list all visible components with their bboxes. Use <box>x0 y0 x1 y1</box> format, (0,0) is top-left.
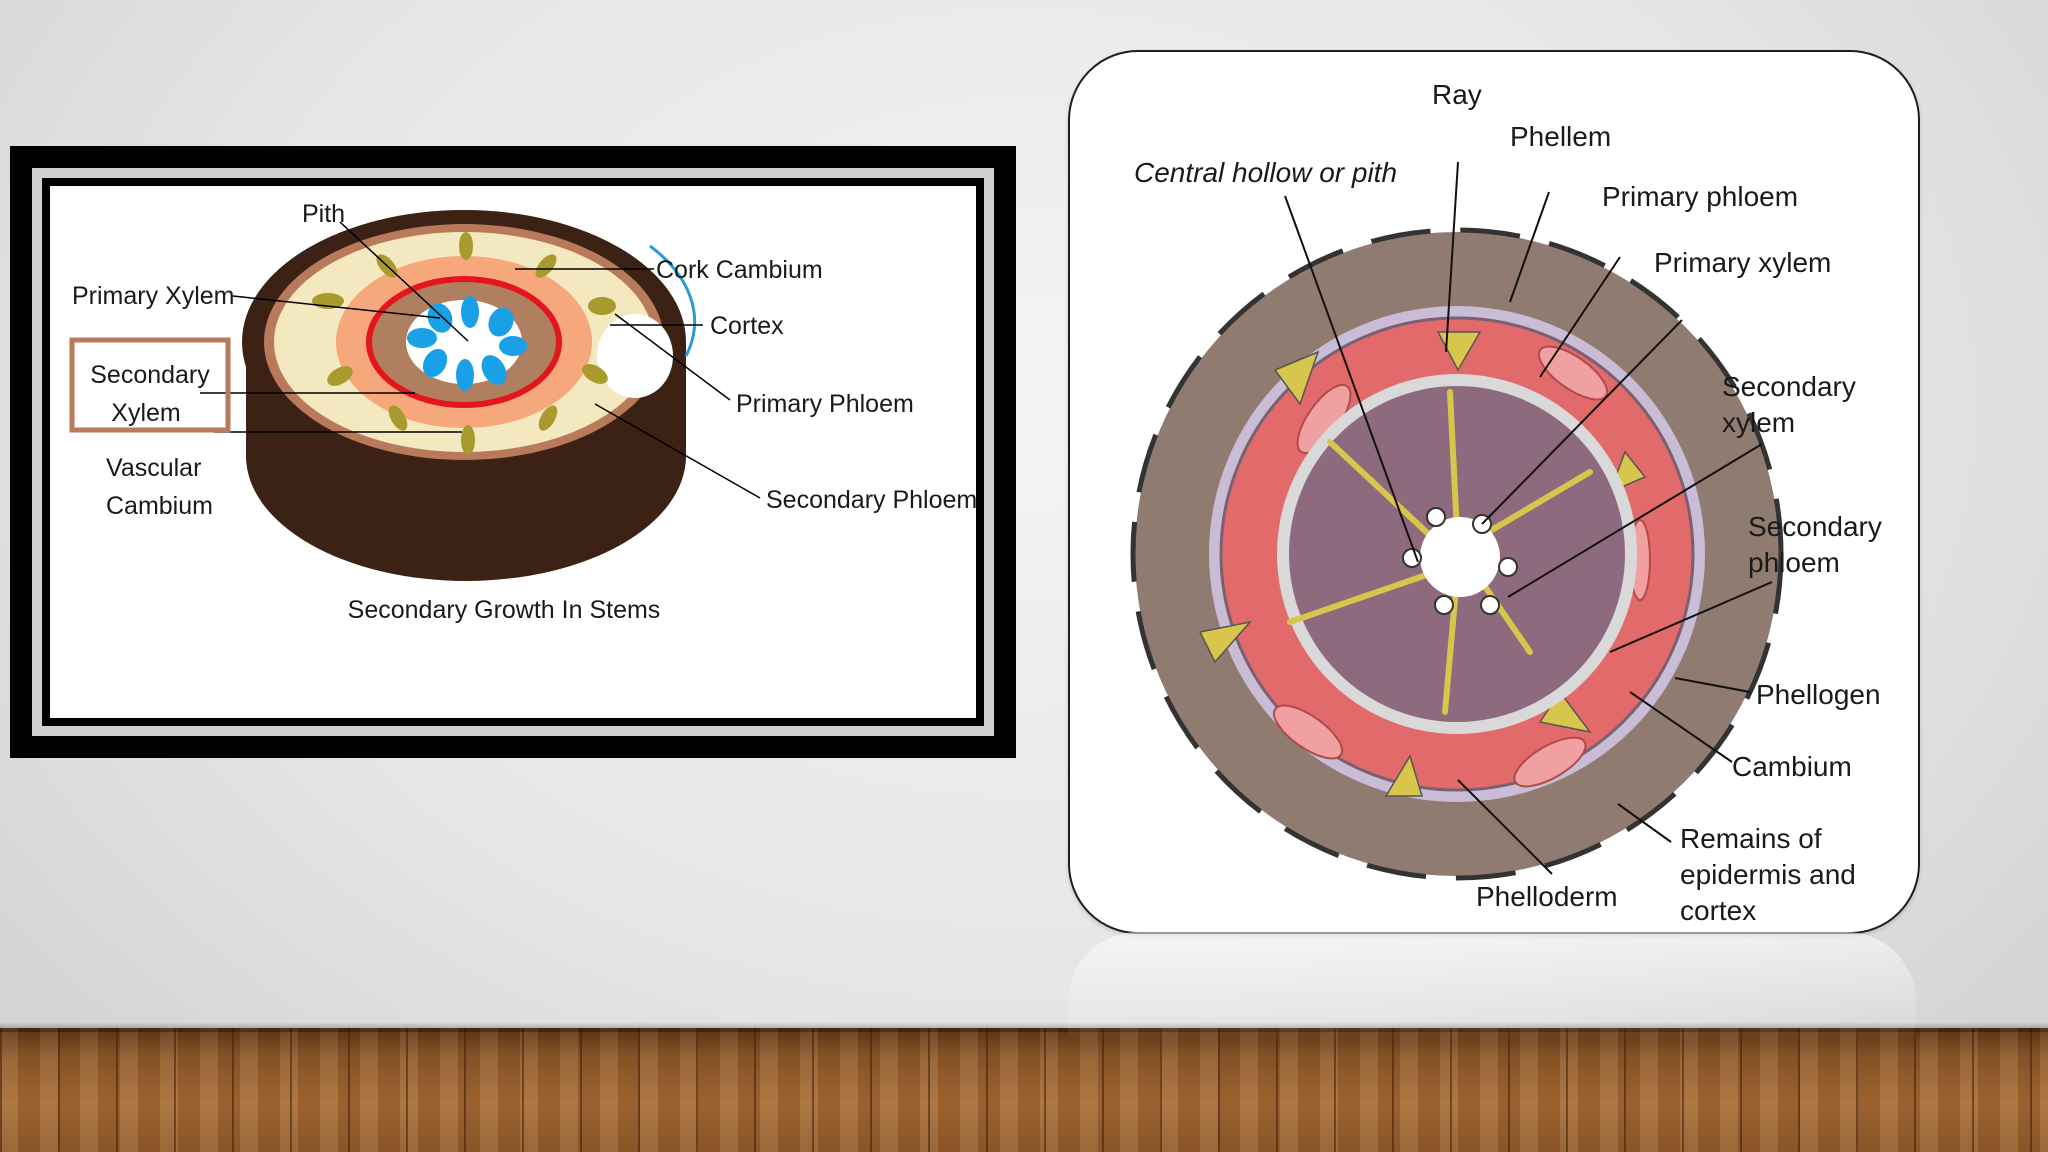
primary-phloem-oval <box>1513 736 1587 788</box>
primary-phloem-strand <box>538 405 558 431</box>
primary-xylem-leader-line <box>1481 319 1683 525</box>
xylem-ray <box>1442 574 1460 715</box>
primary-phloem-oval <box>1537 345 1609 401</box>
primary-phloem-leader-line <box>1539 256 1621 378</box>
xylem-ray <box>1327 439 1440 545</box>
phellogen-label: Phellogen <box>1756 679 1881 710</box>
secondary-xylem-leader-line <box>1507 443 1763 598</box>
primary-phloem-strand <box>327 366 353 386</box>
xylem-ray <box>1447 389 1460 535</box>
primary-phloem-label: Primary phloem <box>1602 181 1798 212</box>
primary-xylem-label: Primary xylem <box>1654 247 1831 278</box>
primary-phloem-strand <box>588 297 616 315</box>
left-leader-lines <box>200 221 761 499</box>
primary-phloem-label: Primary Phloem <box>736 390 914 418</box>
xylem-ray <box>1477 469 1593 540</box>
secondary-xylem-label-line2: Xylem <box>111 399 180 427</box>
secondary-xylem-label-line1: Secondary <box>1722 371 1856 402</box>
right-leader-lines <box>1284 161 1773 875</box>
wooden-floor <box>0 1028 2048 1152</box>
epidermis-remains <box>1130 227 1784 881</box>
secondary-xylem-label-line1: Secondary <box>90 361 210 389</box>
central-hollow-leader-line <box>1284 195 1419 563</box>
phellem-leader-line <box>1509 191 1550 303</box>
left-diagram-canvas: Pith Primary Xylem Secondary Xylem Vascu… <box>50 186 977 718</box>
pith-leader-line <box>339 221 469 342</box>
primary-xylem-strand <box>488 307 514 337</box>
xylem-ray <box>1287 569 1438 625</box>
vascular-cambium-label-line1: Vascular <box>106 454 201 482</box>
primary-phloem-strand <box>535 254 557 278</box>
primary-phloem-leader-line <box>614 313 731 401</box>
primary-phloem-strand <box>582 364 608 384</box>
primary-phloem-strand <box>388 405 408 431</box>
cortex-label: Cortex <box>710 312 784 340</box>
primary-xylem-vessel <box>1498 557 1518 577</box>
left-picture-frame: Pith Primary Xylem Secondary Xylem Vascu… <box>10 146 1016 758</box>
phelloderm-leader-line <box>1457 779 1553 875</box>
floor-shadow <box>0 1022 2048 1032</box>
primary-xylem-vessel <box>1426 507 1446 527</box>
central-hollow-label: Central hollow or pith <box>1134 157 1397 188</box>
phellem-label: Phellem <box>1510 121 1611 152</box>
primary-xylem-group <box>407 296 527 391</box>
blue-edge-line <box>649 244 697 357</box>
primary-xylem-leader-line <box>232 295 441 319</box>
secondary-phloem-leader-line <box>1609 581 1773 653</box>
primary-phloem-oval <box>1272 704 1344 760</box>
cortex-gap <box>597 314 673 398</box>
ray-wedge <box>1384 754 1424 797</box>
primary-xylem-label: Primary Xylem <box>72 282 235 310</box>
primary-xylem-strand <box>499 336 527 356</box>
secondary-xylem-label-line2: xylem <box>1722 407 1795 438</box>
vascular-cambium-label-line2: Cambium <box>106 492 213 520</box>
cork-cambium-label: Cork Cambium <box>656 256 823 284</box>
primary-xylem-strand <box>461 296 479 328</box>
diagram-caption: Secondary Growth In Stems <box>348 596 661 624</box>
primary-xylem-strand <box>407 328 437 348</box>
primary-xylem-strand <box>481 355 507 385</box>
primary-phloem-strand <box>461 425 475 455</box>
primary-xylem-strand <box>422 348 448 378</box>
primary-xylem-vessel <box>1480 595 1500 615</box>
secondary-xylem-highlight-box <box>69 337 231 433</box>
phelloderm-label: Phelloderm <box>1476 881 1618 912</box>
primary-xylem-vessel <box>1434 595 1454 615</box>
remains-label-line1: Remains of <box>1680 823 1822 854</box>
remains-label-line2: epidermis and <box>1680 859 1856 890</box>
cambium-label: Cambium <box>1732 751 1852 782</box>
cambium-leader-line <box>1629 691 1733 763</box>
card-reflection <box>1068 932 1916 1042</box>
primary-xylem-vessel <box>1402 548 1422 568</box>
secondary-growth-stem-diagram: Pith Primary Xylem Secondary Xylem Vascu… <box>69 200 977 624</box>
woody-stem-cross-section: Ray Phellem Central hollow or pith Prima… <box>1130 79 1882 926</box>
phellogen-leader-line <box>1674 677 1751 693</box>
secondary-phloem-leader-line <box>594 403 761 499</box>
secondary-phloem-label-line1: Secondary <box>1748 511 1882 542</box>
central-hollow <box>1420 517 1500 597</box>
primary-xylem-strand <box>456 359 474 391</box>
secondary-phloem-label: Secondary Phloem <box>766 486 976 514</box>
secondary-phloem-label-line2: phloem <box>1748 547 1840 578</box>
ray-wedge <box>1273 350 1320 406</box>
remains-label-line3: cortex <box>1680 895 1756 926</box>
ray-wedge <box>1436 331 1482 372</box>
ray-label: Ray <box>1432 79 1482 110</box>
remains-leader-line <box>1617 803 1672 843</box>
pith-label: Pith <box>302 200 345 228</box>
ray-leader-line <box>1445 161 1459 353</box>
right-diagram-card: Ray Phellem Central hollow or pith Prima… <box>1068 50 1920 934</box>
primary-phloem-strand <box>459 232 473 260</box>
ray-wedge <box>1198 620 1253 664</box>
